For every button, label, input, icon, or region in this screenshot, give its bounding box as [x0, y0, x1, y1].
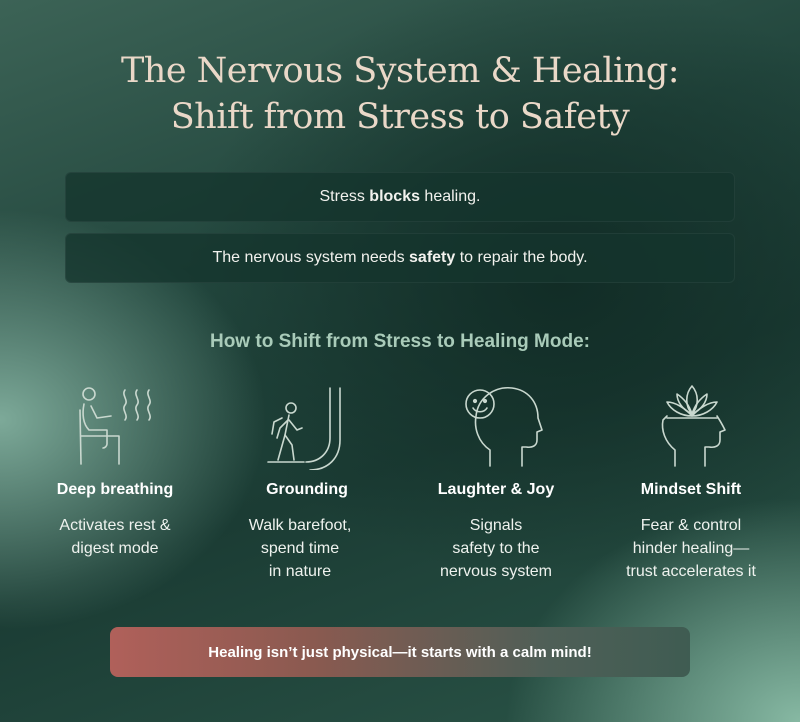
method-title-mindset-shift: Mindset Shift	[640, 481, 742, 498]
method-description-deep-breathing: Activates rest & digest mode	[59, 517, 171, 557]
page-title: The Nervous System & Healing: Shift from…	[0, 48, 800, 140]
method-title-laughter-joy: Laughter & Joy	[437, 481, 555, 498]
statement-text: The nervous system needs safety to repai…	[212, 249, 588, 266]
title-line-2: Shift from Stress to Safety	[170, 97, 630, 137]
method-title-grounding: Grounding	[266, 481, 348, 498]
walking-person-icon	[258, 380, 358, 471]
lotus-head-icon	[645, 380, 745, 470]
statement-text: Stress blocks healing.	[319, 188, 481, 205]
statement-panel-safety: The nervous system needs safety to repai…	[65, 233, 735, 283]
method-description-laughter-joy: Signals safety to the nervous system	[439, 517, 553, 580]
method-title-deep-breathing: Deep breathing	[56, 481, 174, 498]
smiling-head-icon	[452, 380, 552, 470]
closing-banner-text: Healing isn’t just physical—it starts wi…	[208, 643, 592, 661]
breathing-person-icon	[67, 380, 167, 470]
method-description-grounding: Walk barefoot, spend time in nature	[248, 517, 352, 580]
section-subheading: How to Shift from Stress to Healing Mode…	[209, 331, 590, 352]
closing-banner: Healing isn’t just physical—it starts wi…	[110, 627, 690, 677]
method-description-mindset-shift: Fear & control hinder healing— trust acc…	[626, 517, 756, 580]
title-line-1: The Nervous System & Healing:	[120, 51, 680, 91]
statement-panel-stress: Stress blocks healing.	[65, 172, 735, 222]
